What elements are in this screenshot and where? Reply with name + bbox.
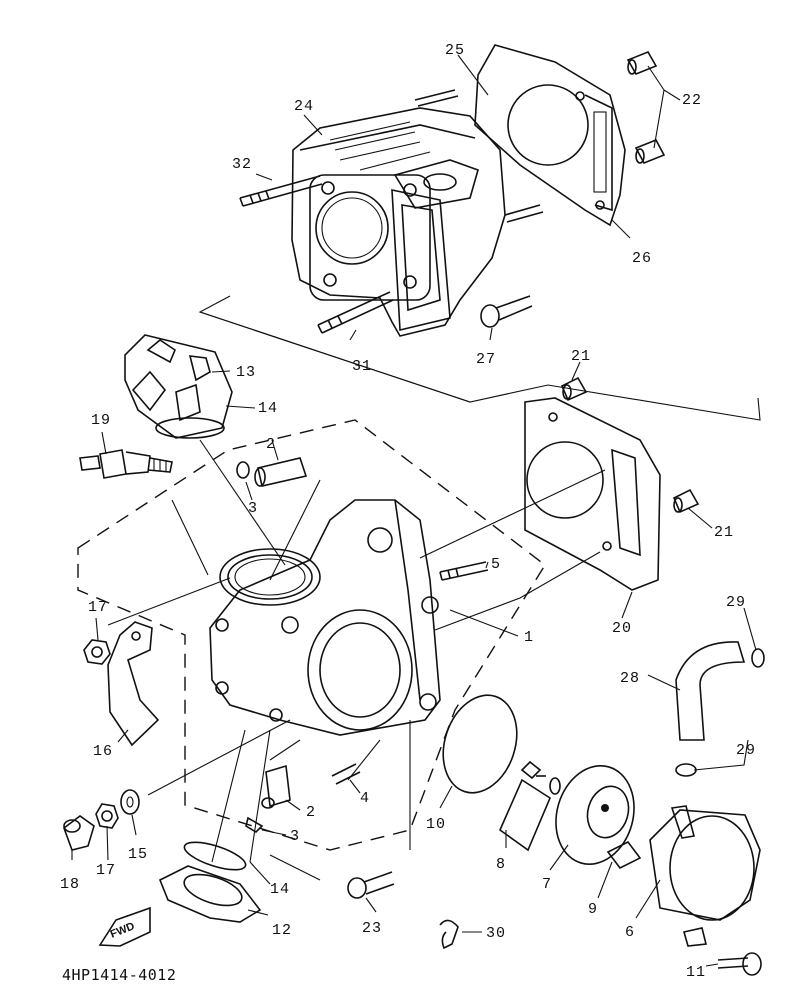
- callout-2-lower: 2: [306, 804, 316, 821]
- part-bolt-11: [717, 952, 762, 976]
- callout-4: 4: [360, 790, 370, 807]
- part-bolt-8: [499, 760, 561, 852]
- part-piston-pin-2: [254, 457, 308, 487]
- callout-29-lower: 29: [736, 742, 756, 759]
- callout-2-upper: 2: [266, 436, 276, 453]
- assembly-boundary-cyl: [434, 551, 601, 631]
- part-cylinder-head: [291, 89, 544, 337]
- callout-15: 15: [128, 846, 148, 863]
- leader-lines: [71, 54, 757, 967]
- callout-26: 26: [632, 250, 652, 267]
- part-intake-joint-12: [158, 865, 262, 923]
- part-base-gasket: [524, 397, 661, 591]
- part-rotor-7: [555, 765, 635, 865]
- part-bolt-27: [480, 295, 533, 328]
- part-clamp-29-upper: [751, 648, 765, 668]
- part-washer-15: [120, 789, 140, 815]
- callout-28: 28: [620, 670, 640, 687]
- part-circlip-3-lower: [245, 816, 264, 834]
- callout-21-upper: 21: [571, 348, 591, 365]
- part-hose-28: [675, 641, 746, 741]
- part-piston: [124, 334, 233, 439]
- callout-5: 5: [491, 556, 501, 573]
- callout-labels: 25 22 24 32 26 31 27 21 13 14 19 2 3 21 …: [60, 42, 756, 981]
- fwd-arrow-icon: FWD: [98, 906, 151, 947]
- callout-14-upper: 14: [258, 400, 278, 417]
- fwd-label: FWD: [109, 920, 137, 941]
- part-clamp-29-lower: [675, 763, 697, 777]
- callout-25: 25: [445, 42, 465, 59]
- part-dowel-22: [626, 50, 666, 165]
- part-nut-17-upper: [83, 639, 111, 665]
- part-code: 4HP1414-4012: [62, 966, 176, 984]
- callout-21-lower: 21: [714, 524, 734, 541]
- callout-24: 24: [294, 98, 314, 115]
- callout-7: 7: [542, 876, 552, 893]
- part-head-gasket: [474, 44, 626, 227]
- callout-6: 6: [625, 924, 635, 941]
- part-key-9: [606, 840, 642, 870]
- callout-23: 23: [362, 920, 382, 937]
- callout-1: 1: [524, 629, 534, 646]
- callout-30: 30: [486, 925, 506, 942]
- callout-31: 31: [352, 358, 372, 375]
- part-cylinder: [209, 499, 441, 736]
- callout-17-lower: 17: [96, 862, 116, 879]
- part-o-ring-10: [442, 694, 518, 794]
- part-bracket-16: [107, 621, 160, 747]
- callout-12: 12: [272, 922, 292, 939]
- callout-18: 18: [60, 876, 80, 893]
- part-dowel-21: [560, 376, 700, 514]
- callout-32: 32: [232, 156, 252, 173]
- part-stud-4: [331, 763, 361, 785]
- callout-29-upper: 29: [726, 594, 746, 611]
- part-clip-30: [439, 919, 459, 950]
- assembly-boundary-head: [198, 295, 761, 421]
- part-spark-plug: [79, 449, 173, 479]
- callout-10: 10: [426, 816, 446, 833]
- part-bolt-23: [347, 871, 395, 899]
- callout-8: 8: [496, 856, 506, 873]
- part-stud-32: [239, 175, 323, 207]
- assembly-boundary-head-2: [199, 311, 471, 403]
- part-nut-17-lower: [95, 803, 119, 829]
- part-gasket-14-lower: [183, 841, 247, 871]
- callout-14-lower: 14: [270, 881, 290, 898]
- assembly-dashed-boundary: [77, 419, 546, 851]
- assembly-leader-gasket: [419, 469, 606, 559]
- callout-19: 19: [91, 412, 111, 429]
- callout-13: 13: [236, 364, 256, 381]
- callout-3-upper: 3: [248, 500, 258, 517]
- callout-11: 11: [686, 964, 706, 981]
- callout-9: 9: [588, 901, 598, 918]
- callout-22: 22: [682, 92, 702, 109]
- part-circlip-3: [236, 461, 250, 479]
- callout-27: 27: [476, 351, 496, 368]
- part-stud-31: [317, 291, 394, 334]
- part-cover-6: [649, 805, 761, 947]
- part-piston-pin-2-lower: [261, 764, 291, 809]
- callout-16: 16: [93, 743, 113, 760]
- part-cap-18: [63, 815, 95, 851]
- callout-3-lower: 3: [290, 828, 300, 845]
- part-stud-5: [439, 561, 489, 581]
- callout-17-upper: 17: [88, 599, 108, 616]
- callout-20: 20: [612, 620, 632, 637]
